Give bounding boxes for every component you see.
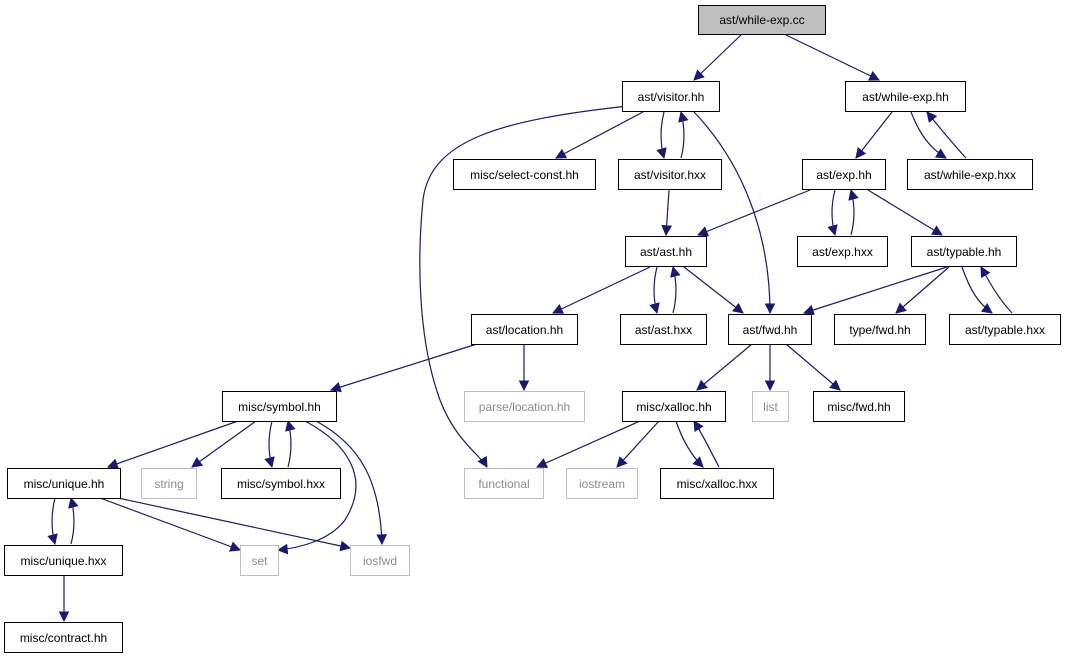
node-select-const-hh[interactable]: misc/select-const.hh	[453, 159, 596, 190]
node-parse-location-hh: parse/location.hh	[464, 391, 585, 422]
node-fwd-hh[interactable]: ast/fwd.hh	[728, 314, 812, 345]
node-type-fwd-hh[interactable]: type/fwd.hh	[834, 314, 926, 345]
edge-unique-hxx-to-unique-hh	[68, 496, 79, 545]
node-exp-hxx[interactable]: ast/exp.hxx	[797, 236, 888, 267]
edge-while-exp-hh-to-while-exp-hxx	[910, 111, 947, 159]
node-misc-fwd-hh[interactable]: misc/fwd.hh	[813, 391, 905, 422]
node-symbol-hh[interactable]: misc/symbol.hh	[222, 391, 337, 422]
edge-unique-hh-to-unique-hxx	[47, 497, 58, 546]
edge-exp-hh-to-ast-hh	[696, 189, 811, 237]
edge-symbol-hh-to-unique-hh	[106, 420, 239, 469]
edge-xalloc-hh-to-xalloc-hxx	[675, 420, 704, 468]
edge-xalloc-hxx-to-xalloc-hh	[693, 420, 720, 468]
edge-visitor-hh-to-visitor-hxx	[656, 111, 667, 160]
edge-visitor-hxx-to-visitor-hh	[678, 110, 689, 159]
node-functional: functional	[464, 468, 544, 499]
edge-while-exp-cc-to-visitor-hh	[693, 34, 742, 81]
edge-typable-hh-to-typable-hxx	[961, 266, 993, 314]
node-exp-hh[interactable]: ast/exp.hh	[802, 159, 886, 190]
edge-visitor-hh-to-select-const-hh	[555, 111, 644, 159]
edge-symbol-hh-to-string	[191, 420, 257, 468]
edge-typable-hxx-to-typable-hh	[980, 266, 1013, 314]
node-ast-hxx[interactable]: ast/ast.hxx	[620, 314, 707, 345]
edge-unique-hh-to-iosfwd	[117, 497, 352, 552]
edge-exp-hh-to-exp-hxx	[827, 189, 838, 237]
node-typable-hh[interactable]: ast/typable.hh	[911, 236, 1017, 267]
edge-ast-hh-to-fwd-hh	[683, 266, 744, 314]
node-contract-hh[interactable]: misc/contract.hh	[4, 622, 123, 653]
edge-ast-hh-to-location-hh	[552, 266, 651, 314]
edge-while-exp-hxx-to-while-exp-hh	[926, 111, 967, 159]
node-while-exp-cc: ast/while-exp.cc	[698, 5, 826, 35]
node-typable-hxx[interactable]: ast/typable.hxx	[949, 314, 1061, 345]
edge-while-exp-hh-to-exp-hh	[855, 111, 893, 159]
edge-symbol-hh-to-iosfwd	[315, 420, 388, 546]
edge-xalloc-hh-to-iostream	[616, 420, 660, 468]
edge-unique-hh-to-set	[99, 497, 242, 552]
node-string: string	[141, 468, 197, 499]
node-xalloc-hxx[interactable]: misc/xalloc.hxx	[660, 468, 774, 499]
node-ast-hh[interactable]: ast/ast.hh	[625, 236, 707, 267]
edge-visitor-hxx-to-ast-hh	[661, 189, 673, 237]
node-xalloc-hh[interactable]: misc/xalloc.hh	[622, 391, 726, 422]
node-while-exp-hxx[interactable]: ast/while-exp.hxx	[907, 159, 1033, 190]
edge-exp-hh-to-typable-hh	[867, 189, 943, 236]
edge-xalloc-hh-to-functional	[536, 420, 641, 468]
edge-typable-hh-to-fwd-hh	[802, 266, 948, 316]
edge-symbol-hxx-to-symbol-hh	[285, 419, 296, 468]
node-symbol-hxx[interactable]: misc/symbol.hxx	[221, 468, 341, 499]
node-list: list	[752, 391, 789, 422]
edge-location-hh-to-symbol-hh	[329, 343, 478, 393]
node-visitor-hh[interactable]: ast/visitor.hh	[622, 81, 720, 112]
edge-fwd-hh-to-misc-fwd-hh	[785, 343, 841, 391]
edge-symbol-hh-to-symbol-hxx	[264, 420, 275, 469]
node-iosfwd: iosfwd	[350, 545, 410, 576]
node-unique-hxx[interactable]: misc/unique.hxx	[4, 545, 123, 576]
edge-visitor-hh-to-functional	[419, 105, 629, 468]
node-visitor-hxx[interactable]: ast/visitor.hxx	[618, 159, 722, 190]
edge-fwd-hh-to-xalloc-hh	[696, 343, 753, 391]
edge-typable-hh-to-type-fwd-hh	[895, 266, 950, 314]
node-iostream: iostream	[566, 468, 638, 499]
node-location-hh[interactable]: ast/location.hh	[471, 314, 578, 345]
node-unique-hh[interactable]: misc/unique.hh	[7, 468, 121, 499]
edge-symbol-hh-to-set	[276, 420, 357, 555]
edge-visitor-hh-to-fwd-hh	[693, 111, 776, 315]
edge-ast-hh-to-ast-hxx	[649, 266, 660, 315]
node-set: set	[240, 545, 279, 576]
node-while-exp-hh[interactable]: ast/while-exp.hh	[845, 81, 966, 112]
edge-exp-hxx-to-exp-hh	[848, 188, 859, 236]
edge-while-exp-cc-to-while-exp-hh	[785, 34, 880, 81]
edge-ast-hxx-to-ast-hh	[670, 265, 681, 314]
